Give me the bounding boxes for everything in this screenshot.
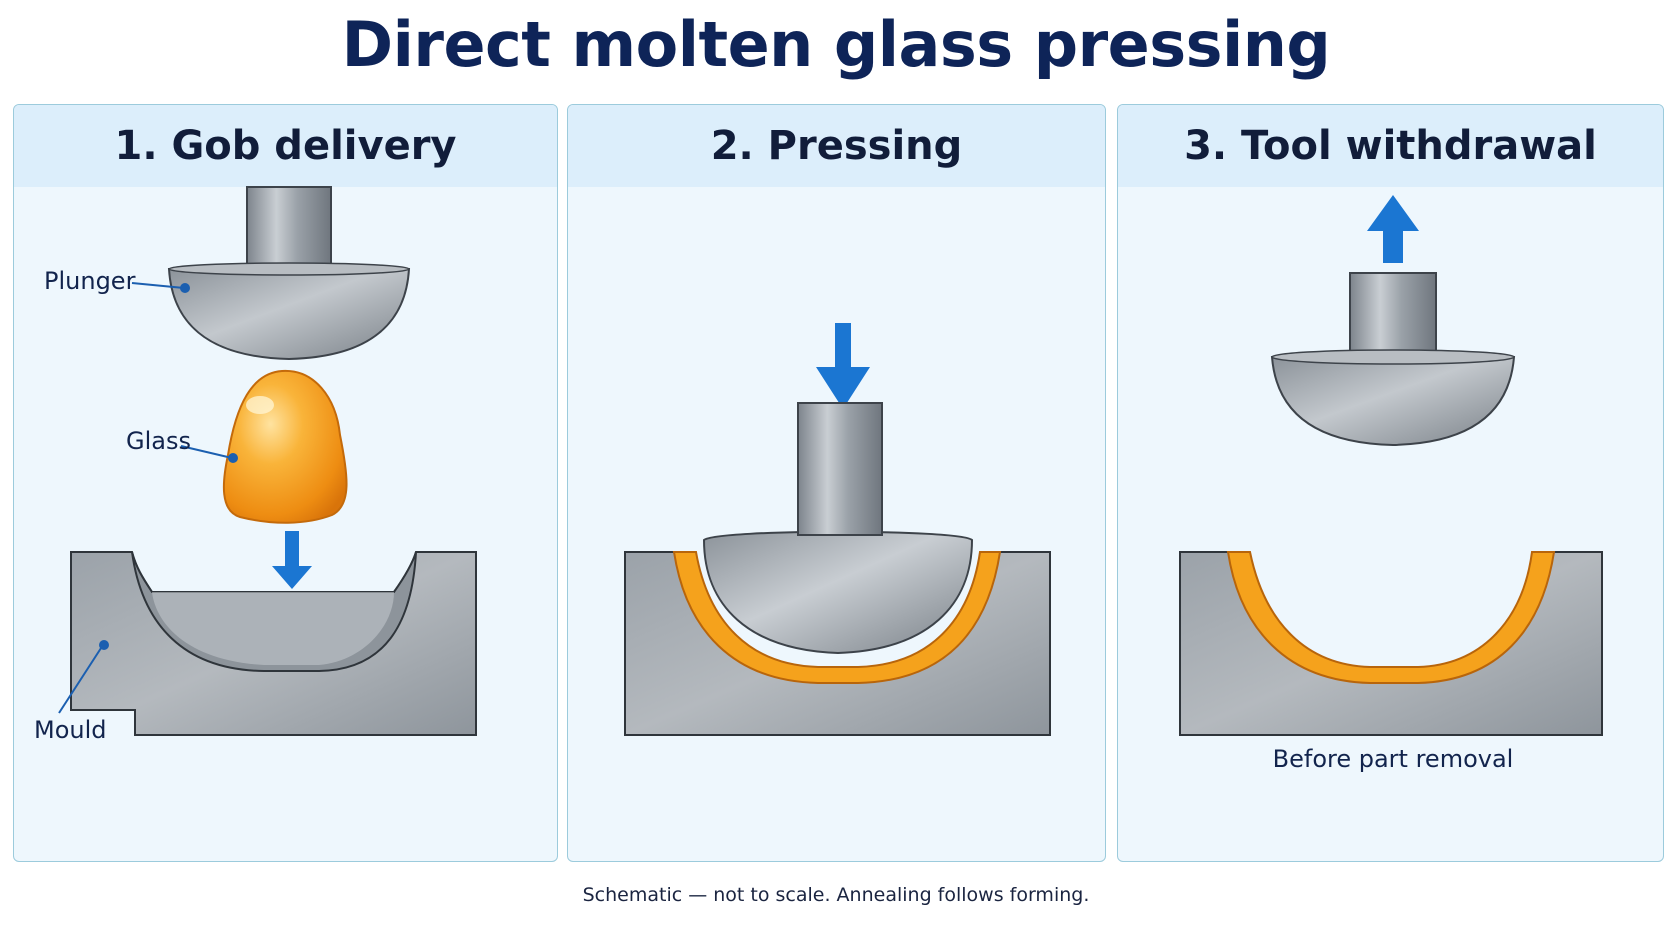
glass-part bbox=[1226, 551, 1556, 684]
panel-heading: 1. Gob delivery bbox=[14, 105, 557, 187]
glass-gob bbox=[222, 369, 348, 524]
panel-pressing: 2. Pressing bbox=[567, 104, 1106, 862]
down-arrow-icon bbox=[272, 531, 312, 589]
tool-withdrawal-illustration: Before part removal bbox=[1179, 195, 1603, 773]
glass-layer bbox=[672, 551, 1002, 684]
panel-tool-withdrawal: 3. Tool withdrawal Before part remova bbox=[1117, 104, 1664, 862]
down-arrow-icon bbox=[816, 323, 870, 409]
panel-heading: 2. Pressing bbox=[568, 105, 1105, 187]
plunger-head bbox=[167, 268, 411, 361]
gob-delivery-illustration: Plunger Glass Mould bbox=[34, 186, 477, 744]
glass-label: Glass bbox=[126, 427, 191, 455]
page-title: Direct molten glass pressing bbox=[341, 8, 1331, 81]
plunger-head bbox=[702, 530, 974, 655]
footnote: Schematic — not to scale. Annealing foll… bbox=[582, 884, 1090, 906]
panel-gob-delivery: 1. Gob delivery bbox=[13, 104, 558, 862]
pressing-illustration bbox=[624, 323, 1051, 736]
plunger-label: Plunger bbox=[44, 267, 136, 295]
plunger-stem bbox=[1349, 272, 1437, 358]
plunger-stem bbox=[246, 186, 332, 270]
plunger-stem bbox=[797, 402, 883, 536]
caption: Before part removal bbox=[1273, 745, 1514, 773]
up-arrow-icon bbox=[1367, 195, 1419, 263]
plunger-head bbox=[1270, 356, 1516, 447]
panel-heading: 3. Tool withdrawal bbox=[1118, 105, 1663, 187]
mould-label: Mould bbox=[34, 716, 107, 744]
